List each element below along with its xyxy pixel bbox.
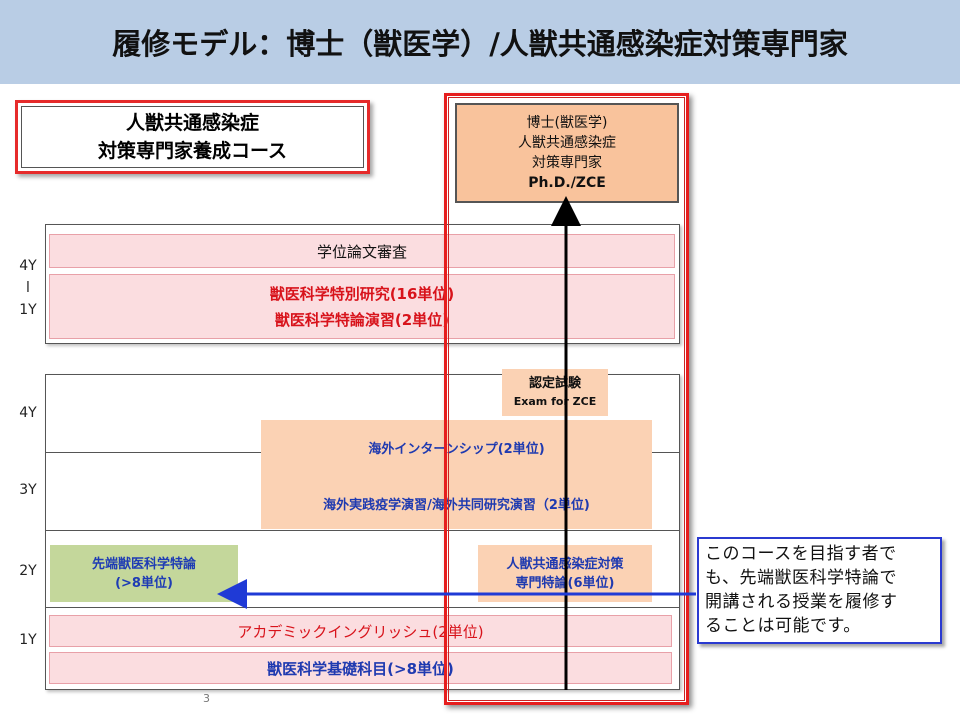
year-divider-2y-1y [46, 607, 679, 608]
page-title: 履修モデル：博士（獣医学）/人獣共通感染症対策専門家 [0, 0, 960, 84]
special-research-box: 獣医科学特別研究(16単位) 獣医科学特論演習(2単位) [49, 274, 675, 339]
degree-line3: 対策専門家 [532, 155, 602, 171]
course-name-box: 人獣共通感染症 対策専門家養成コース [15, 100, 370, 174]
academic-english-label: アカデミックイングリッシュ(2単位) [237, 622, 484, 641]
degree-outcome-box: 博士(獣医学) 人獣共通感染症 対策専門家 Ph.D./ZCE [455, 103, 679, 203]
special-research-label: 獣医科学特別研究(16単位) [269, 284, 455, 303]
year-label-2y: 2Y [19, 563, 37, 579]
page-title-text: 履修モデル：博士（獣医学）/人獣共通感染症対策専門家 [112, 27, 848, 61]
basic-subjects-label: 獣医科学基礎科目(>8単位) [267, 659, 454, 678]
special-seminar-label: 獣医科学特論演習(2単位) [274, 310, 450, 329]
elective-note-callout: このコースを目指す者で も、先端獣医科学特論で 開講される授業を履修す ることは… [697, 537, 942, 644]
certification-exam-sublabel: Exam for ZCE [513, 394, 597, 408]
year-label-4y: 4Y [19, 405, 37, 421]
overseas-training-block [261, 420, 652, 529]
zce-track-highlight-frame [444, 93, 689, 705]
upper-year-label-top: 4Y [19, 258, 37, 274]
overseas-internship-label: 海外インターンシップ(2単位) [368, 441, 545, 457]
certification-exam-box: 認定試験 Exam for ZCE [502, 369, 608, 416]
year-label-1y: 1Y [19, 632, 37, 648]
overseas-practice-label: 海外実践疫学演習/海外共同研究演習（2単位) [323, 497, 590, 513]
callout-line2: も、先端獣医科学特論で [705, 568, 897, 588]
year-divider-3y-2y [46, 530, 679, 531]
certification-exam-label: 認定試験 [528, 375, 581, 391]
page-number: 3 [203, 692, 210, 705]
advanced-course-line2: (>8単位) [115, 575, 173, 591]
upper-year-label-bottom: 1Y [19, 302, 37, 318]
advanced-course-line1: 先端獣医科学特論 [91, 556, 196, 572]
basic-subjects-box: 獣医科学基礎科目(>8単位) [49, 652, 672, 684]
callout-line1: このコースを目指す者で [705, 544, 897, 564]
degree-line1: 博士(獣医学) [526, 115, 608, 131]
upper-year-label-separator: l [26, 280, 30, 296]
degree-line4: Ph.D./ZCE [528, 175, 606, 191]
zce-track-highlight-inner [448, 97, 685, 701]
callout-line3: 開講される授業を履修す [705, 592, 898, 612]
advanced-veterinary-course-box: 先端獣医科学特論 (>8単位) [50, 545, 238, 602]
academic-english-box: アカデミックイングリッシュ(2単位) [49, 615, 672, 647]
year-label-3y: 3Y [19, 482, 37, 498]
callout-line4: ることは可能です。 [705, 616, 861, 636]
degree-line2: 人獣共通感染症 [518, 135, 616, 151]
course-name-line2: 対策専門家養成コース [97, 140, 288, 162]
thesis-review-label: 学位論文審査 [316, 242, 407, 261]
course-name-line1: 人獣共通感染症 [125, 112, 259, 134]
thesis-review-box: 学位論文審査 [49, 234, 675, 268]
